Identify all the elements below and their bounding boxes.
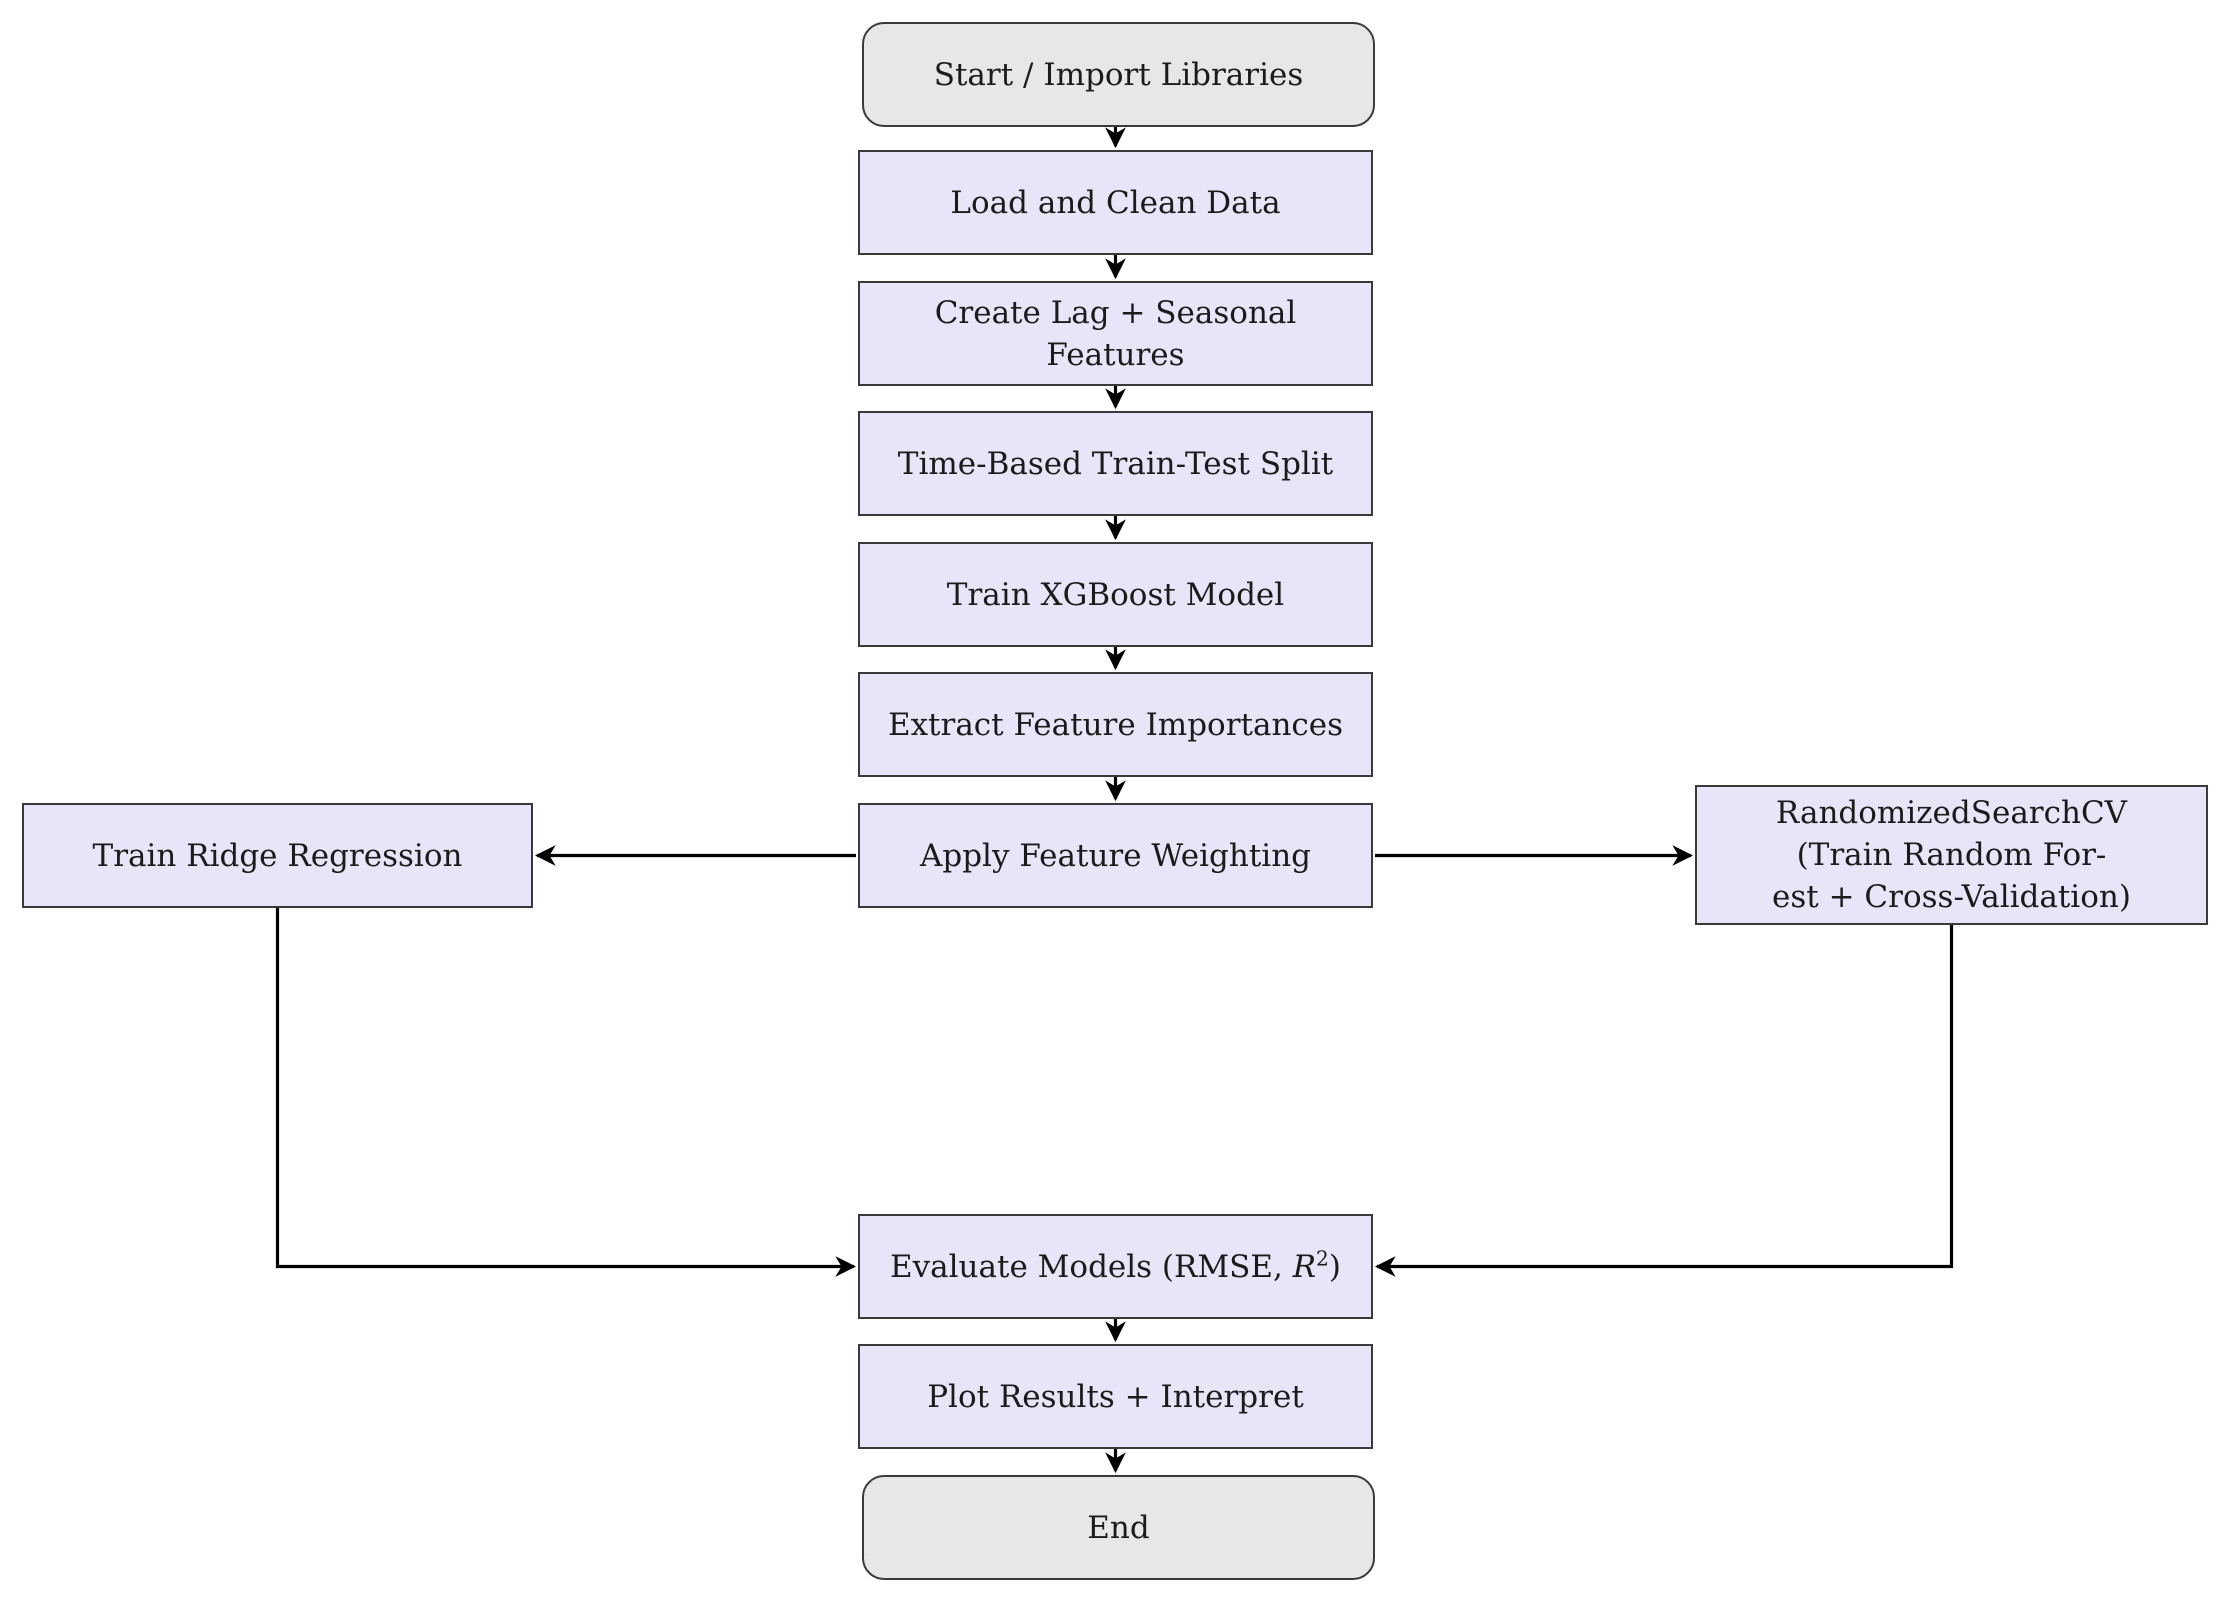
node-end-label: End: [1087, 1509, 1150, 1546]
node-extract-label: Extract Feature Importances: [887, 706, 1344, 743]
node-rscv-label: RandomizedSearchCV (Train Random For- es…: [1772, 792, 2131, 918]
node-evaluate-label: Evaluate Models (RMSE, R2): [890, 1246, 1341, 1288]
node-start: Start / Import Libraries: [862, 22, 1375, 127]
node-rscv-line2: (Train Random For-: [1796, 837, 2107, 873]
edge-ridge-evaluate: [275, 908, 857, 1277]
node-evaluate-models: Evaluate Models (RMSE, R2): [858, 1214, 1373, 1319]
node-weight-label: Apply Feature Weighting: [919, 837, 1312, 874]
node-ridge-label: Train Ridge Regression: [92, 837, 463, 874]
node-split-label: Time-Based Train-Test Split: [897, 445, 1334, 482]
node-start-label: Start / Import Libraries: [933, 56, 1304, 93]
node-load-clean-data: Load and Clean Data: [858, 150, 1373, 255]
r-squared-variable: R: [1292, 1248, 1317, 1285]
node-lag-label: Create Lag + Seasonal Features: [934, 294, 1297, 373]
node-randomized-search-cv: RandomizedSearchCV (Train Random For- es…: [1695, 785, 2208, 925]
node-apply-feature-weighting: Apply Feature Weighting: [858, 803, 1373, 908]
node-xgb-label: Train XGBoost Model: [946, 576, 1285, 613]
node-rscv-line3: est + Cross-Validation): [1772, 879, 2131, 915]
node-load-label: Load and Clean Data: [950, 184, 1281, 221]
edge-rscv-evaluate: [1374, 925, 1954, 1277]
node-evaluate-suffix: ): [1328, 1248, 1341, 1285]
node-plot-label: Plot Results + Interpret: [927, 1378, 1304, 1415]
node-extract-importances: Extract Feature Importances: [858, 672, 1373, 777]
node-evaluate-prefix: Evaluate Models (RMSE,: [890, 1248, 1293, 1285]
node-train-test-split: Time-Based Train-Test Split: [858, 411, 1373, 516]
node-rscv-line1: RandomizedSearchCV: [1775, 795, 2128, 831]
node-plot-results: Plot Results + Interpret: [858, 1344, 1373, 1449]
node-end: End: [862, 1475, 1375, 1580]
node-create-lag-features: Create Lag + Seasonal Features: [858, 281, 1373, 386]
node-train-xgboost: Train XGBoost Model: [858, 542, 1373, 647]
node-train-ridge-regression: Train Ridge Regression: [22, 803, 533, 908]
r-squared-exponent: 2: [1316, 1246, 1329, 1271]
